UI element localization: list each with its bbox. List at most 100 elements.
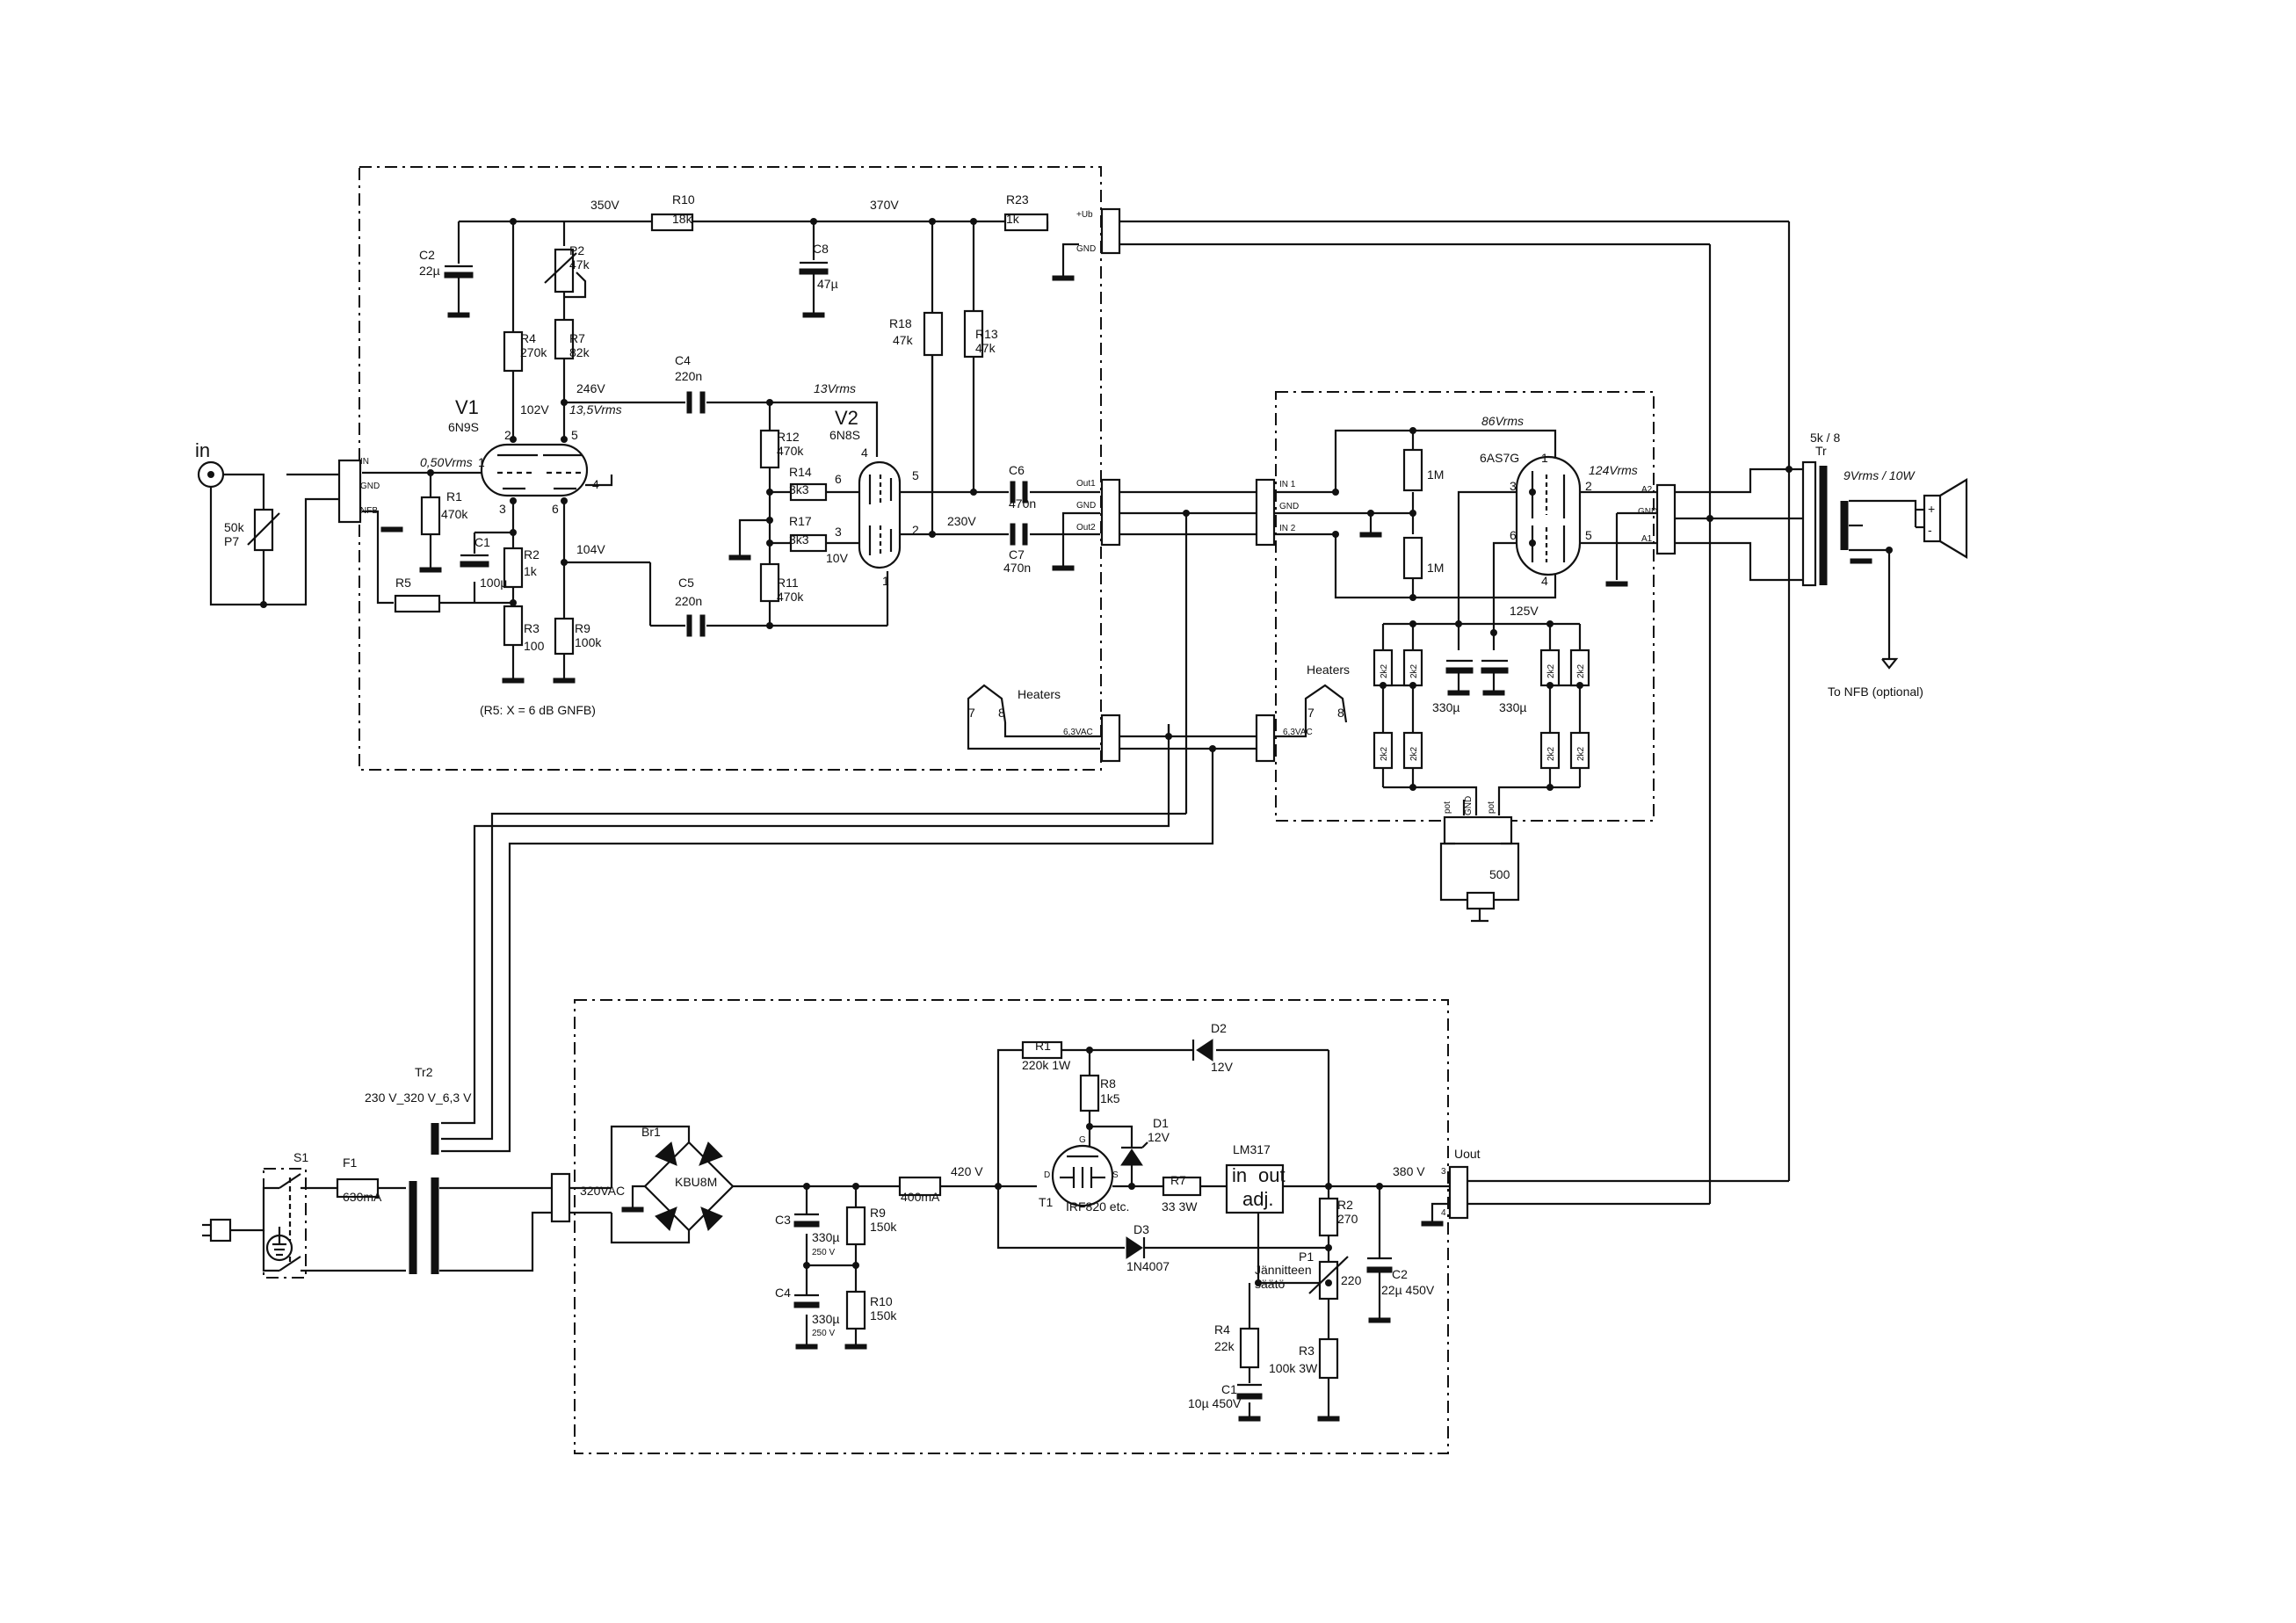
preamp-label-c5: C5 (678, 576, 694, 590)
psu-label-c2p: C2 (1392, 1267, 1408, 1281)
preamp-label-c1: C1 (474, 535, 490, 549)
preamp-label-r7: R7 (569, 331, 585, 345)
preamp-label-gnd3: GND (360, 482, 380, 491)
psu-label-r1pv: 220k 1W (1022, 1058, 1071, 1072)
psu-label-br1: Br1 (641, 1125, 661, 1139)
power-amp-label-a1: A1 (1641, 534, 1653, 544)
preamp-label-vr050: 0,50Vrms (420, 455, 473, 469)
psu-label-c1p: C1 (1221, 1382, 1237, 1396)
psu-label-r8v: 1k5 (1100, 1091, 1120, 1105)
power-amp-label-tonfb: To NFB (optional) (1828, 685, 1923, 699)
power-amp-label-h632: 6,3VAC (1283, 728, 1313, 737)
preamp-label-r2: R2 (524, 547, 540, 562)
psu-label-gpin: G (1079, 1135, 1086, 1145)
preamp-label-r3: R3 (524, 621, 540, 635)
preamp-label-h7: 7 (968, 706, 975, 720)
preamp-label-h8: 8 (998, 706, 1005, 720)
preamp-wiring (209, 220, 1100, 750)
psu-label-d2v: 12V (1211, 1060, 1234, 1074)
preamp-label-h63: 6,3VAC (1063, 728, 1093, 737)
psu-label-c1pv: 10µ 450V (1188, 1396, 1242, 1410)
preamp-label-gnfb: (R5: X = 6 dB GNFB) (480, 703, 596, 717)
psu-label-f400: 400mA (901, 1190, 940, 1204)
preamp-components (197, 207, 1121, 763)
r2k2-label: 2k2 (1380, 663, 1389, 678)
psu-label-d3: D3 (1134, 1222, 1149, 1236)
preamp-label-r1: R1 (446, 489, 462, 504)
power-amp-label-t5: 5 (1585, 528, 1592, 542)
psu-label-pin3: 3 (1441, 1167, 1446, 1177)
r2k2-label: 2k2 (1546, 746, 1556, 761)
pot-pin-label: pot (1487, 801, 1496, 814)
power-amp-junctions (1332, 427, 1893, 791)
psu-label-f1: F1 (343, 1156, 358, 1170)
psu-label-v420: 420 V (951, 1164, 983, 1178)
psu-components (336, 1039, 1444, 1422)
preamp-label-c8v: 47µ (817, 277, 838, 291)
psu-label-d2: D2 (1211, 1021, 1227, 1035)
preamp-label-v2t: 6N8S (829, 428, 860, 442)
psu-label-r10pv: 150k (870, 1308, 897, 1322)
preamp-label-gnd2: GND (1076, 501, 1096, 511)
psu-label-s1: S1 (293, 1150, 308, 1164)
preamp-label-v104: 104V (576, 542, 605, 556)
power-amp-label-c330a: 330µ (1432, 700, 1459, 714)
psu-label-lmin: in (1232, 1164, 1247, 1186)
preamp-label-in: in (195, 439, 210, 461)
preamp-label-q4: 4 (861, 446, 868, 460)
interconnect-wiring (441, 220, 1791, 1204)
preamp-label-r7v: 82k (569, 345, 590, 359)
psu-label-spin: S (1112, 1170, 1119, 1180)
preamp-label-p7n: P7 (224, 534, 239, 548)
psu-label-r1p: R1 (1035, 1039, 1051, 1053)
power-amp-label-otn: Tr (1815, 444, 1827, 458)
power-amp-label-r1m1: 1M (1427, 467, 1444, 482)
power-amp-label-r1m2: 1M (1427, 561, 1444, 575)
preamp-label-v230: 230V (947, 514, 976, 528)
preamp-label-c7v: 470n (1003, 561, 1031, 575)
preamp-label-c2: C2 (419, 248, 435, 262)
psu-label-tr2: Tr2 (415, 1065, 433, 1079)
preamp-label-c6: C6 (1009, 463, 1025, 477)
preamp-label-p6n: 6 (552, 502, 559, 516)
r2k2-label: 2k2 (1409, 746, 1419, 761)
psu-label-tr2v: 230 V_320 V_6,3 V (365, 1090, 472, 1105)
preamp-label-gnd1: GND (1076, 244, 1096, 254)
preamp-label-vr135: 13,5Vrms (569, 402, 622, 417)
psu-label-r9p: R9 (870, 1206, 886, 1220)
speaker-minus: - (1928, 523, 1932, 537)
preamp-label-c6v: 470n (1009, 496, 1036, 511)
preamp-label-r10: R10 (672, 192, 695, 206)
preamp-label-out1: Out1 (1076, 479, 1096, 489)
power-amp-label-t6: 6 (1510, 528, 1517, 542)
preamp-label-c4v: 220n (675, 369, 702, 383)
preamp-label-r11: R11 (777, 576, 799, 590)
r2k2-label: 2k2 (1380, 746, 1389, 761)
psu-label-r3p: R3 (1299, 1344, 1315, 1358)
preamp-label-p7: 50k (224, 520, 245, 534)
power-amp-label-pot: 500 (1489, 867, 1510, 881)
psu-label-r7pv: 33 3W (1162, 1199, 1198, 1214)
preamp-label-c1v: 100µ (480, 576, 507, 590)
preamp-label-r2v: 1k (524, 564, 538, 578)
power-amp-label-t4: 4 (1541, 574, 1548, 588)
preamp-label-r23: R23 (1006, 192, 1029, 206)
psu-label-c3: C3 (775, 1213, 791, 1227)
power-amp-label-t2: 2 (1585, 479, 1592, 493)
psu-label-d3v: 1N4007 (1126, 1259, 1170, 1273)
psu-label-c2pv: 22µ 450V (1381, 1283, 1435, 1297)
psu-label-p1v: 220 (1341, 1273, 1362, 1287)
power-amp-components: 2k2 2k2 2k2 2k2 2k2 2k2 2k2 2k2 pot GND … (1359, 448, 1968, 815)
preamp-label-c5v: 220n (675, 594, 702, 608)
preamp-label-v102: 102V (520, 402, 549, 417)
r2k2-label: 2k2 (1546, 663, 1556, 678)
power-amp-label-gnd4: GND (1638, 507, 1657, 517)
psu-label-p1p: P1 (1299, 1250, 1314, 1264)
preamp-label-r14v: 3k3 (789, 482, 809, 496)
power-amp-label-vr124: 124Vrms (1589, 463, 1638, 477)
psu-label-lmadj: adj. (1242, 1188, 1273, 1210)
preamp-label-p5n: 5 (571, 428, 578, 442)
psu-label-c4p: C4 (775, 1286, 791, 1300)
